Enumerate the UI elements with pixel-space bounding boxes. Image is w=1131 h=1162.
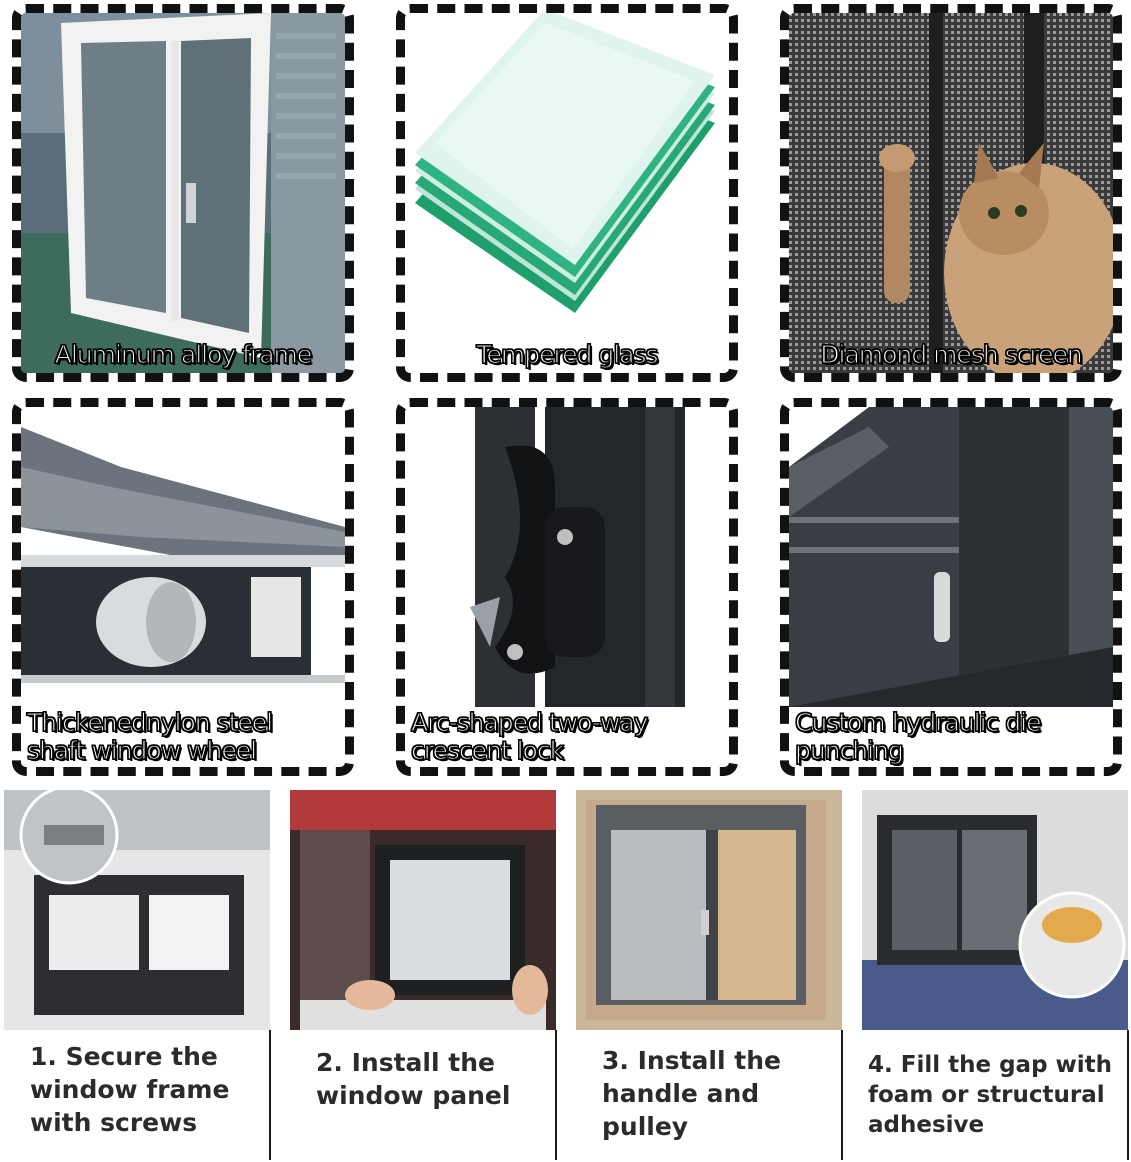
feature-tile-window-wheel: Thickenednylon steel shaft window wheel [12, 398, 354, 776]
aluminum-frame-photo-icon [21, 13, 345, 373]
feature-caption: Custom hydraulic die punching [794, 708, 1042, 765]
step-divider [555, 1030, 557, 1160]
step-text: 4. Fill the gap with foam or structural … [868, 1052, 1113, 1138]
feature-caption: Aluminum alloy frame [54, 340, 313, 369]
cat-on-mesh-screen-photo-icon [789, 13, 1113, 373]
feature-tile-mesh-screen: Diamond mesh screen [780, 4, 1122, 382]
step-text: 1. Secure the window frame with screws [30, 1042, 230, 1137]
install-step-1: 1. Secure the window frame with screws [4, 790, 270, 1160]
step-divider [841, 1030, 843, 1160]
feature-caption: Tempered glass [476, 340, 659, 369]
tempered-glass-photo-icon [405, 13, 729, 373]
die-punching-photo-icon [789, 407, 1113, 767]
feature-tile-tempered-glass: Tempered glass [396, 4, 738, 382]
feature-tile-crescent-lock: Arc-shaped two-way crescent lock [396, 398, 738, 776]
feature-caption: Diamond mesh screen [820, 340, 1084, 369]
feature-tile-aluminum-frame: Aluminum alloy frame [12, 4, 354, 382]
install-step-3: 3. Install the handle and pulley [576, 790, 842, 1160]
frame-screws-photo-icon [4, 790, 270, 1030]
handle-pulley-photo-icon [576, 790, 842, 1030]
install-step-4: 4. Fill the gap with foam or structural … [862, 790, 1128, 1160]
foam-gap-photo-icon [862, 790, 1128, 1030]
step-text: 2. Install the window panel [316, 1048, 511, 1110]
step-divider [269, 1030, 271, 1160]
feature-tile-die-punching: Custom hydraulic die punching [780, 398, 1122, 776]
step-text: 3. Install the handle and pulley [602, 1046, 781, 1141]
install-step-2: 2. Install the window panel [290, 790, 556, 1160]
install-panel-photo-icon [290, 790, 556, 1030]
feature-caption: Arc-shaped two-way crescent lock [410, 708, 649, 765]
window-wheel-photo-icon [21, 407, 345, 767]
step-divider [1127, 1030, 1129, 1160]
crescent-lock-photo-icon [405, 407, 729, 767]
feature-caption: Thickenednylon steel shaft window wheel [26, 708, 273, 765]
